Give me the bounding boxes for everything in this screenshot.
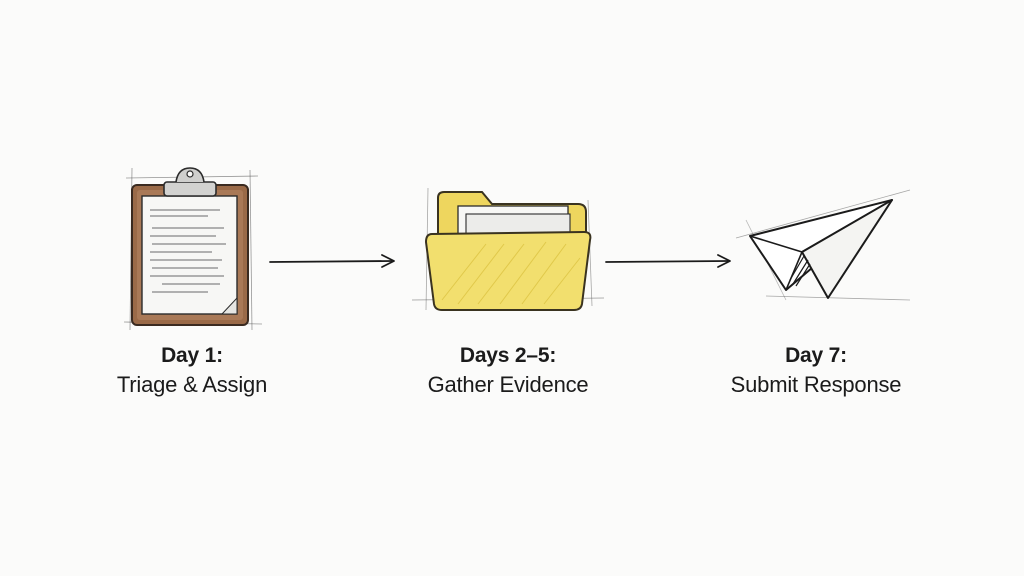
paper-plane-icon [735,189,911,301]
step-2-task: Gather Evidence [427,372,589,397]
clipboard-icon [123,167,263,331]
step-1-task: Triage & Assign [116,372,268,397]
step-1: Day 1: Triage & Assign [72,160,312,400]
step-2: Days 2–5: Gather Evidence [388,160,628,400]
step-1-day: Day 1: [161,344,223,367]
arrow-right-icon [605,254,731,268]
step-3-day: Day 7: [785,344,847,367]
folder-icon [411,187,605,311]
arrow-right-icon [269,254,395,268]
step-3-task: Submit Response [730,372,902,397]
step-2-day: Days 2–5: [459,344,557,367]
step-3: Day 7: Submit Response [696,160,936,400]
